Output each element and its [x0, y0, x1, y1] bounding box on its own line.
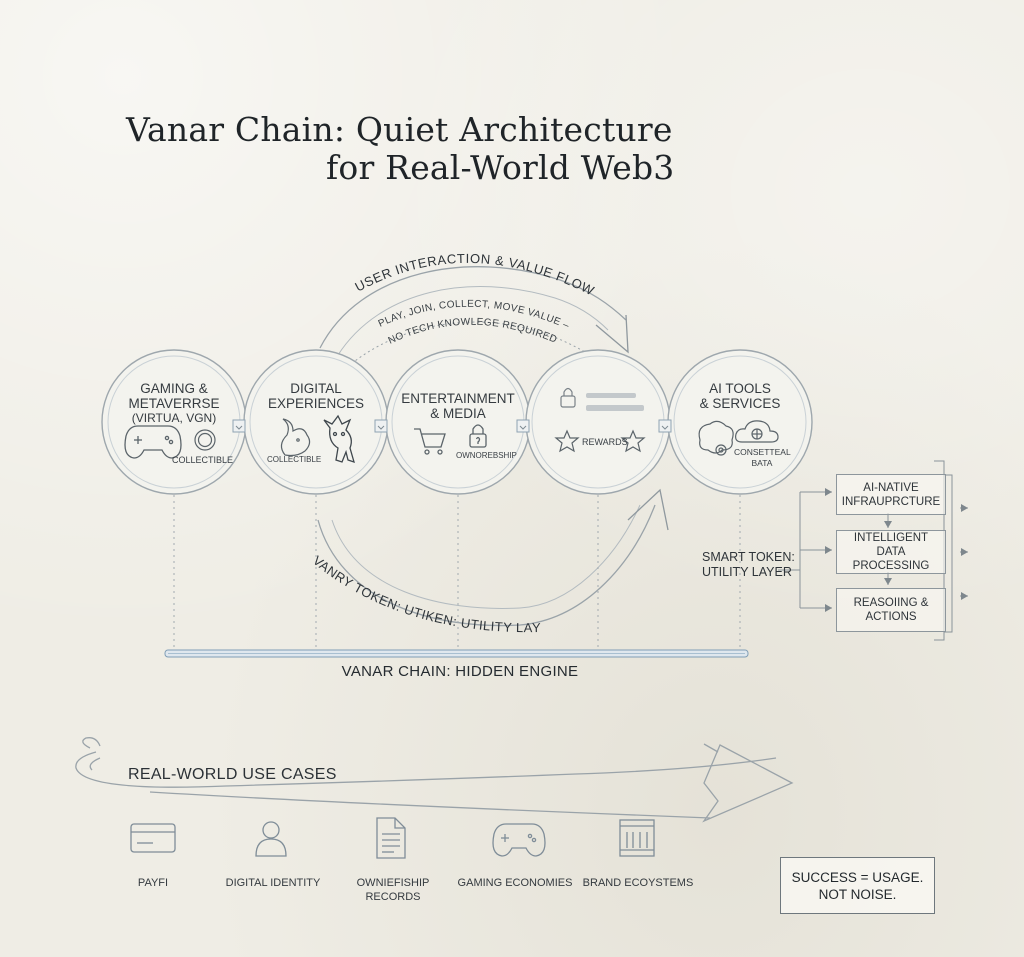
ai-stack-box-data-processing: INTELLIGENT DATA PROCESSING	[836, 530, 946, 574]
circle-digital-experiences	[243, 349, 389, 495]
use-case-payfi: PAYFI	[137, 877, 169, 889]
use-cases-heading: REAL-WORLD USE CASES	[128, 766, 337, 783]
circle-ai-caption-2: BATA	[751, 458, 773, 468]
lock-icon	[469, 424, 487, 448]
circle-digital-title-2: EXPERIENCES	[267, 396, 365, 411]
rabbit-collectible-icon	[280, 418, 311, 457]
flow-top-label: USER INTERACTION & VALUE FLOW	[352, 251, 597, 299]
building-icon	[619, 819, 655, 857]
flow-sub-label-2: NO TECH KNOWLEGE REQUIRED	[387, 317, 559, 347]
circle-entertainment	[385, 349, 531, 495]
circle-rewards-caption: REWARDS	[582, 437, 628, 447]
gamepad-usecase-icon	[492, 823, 546, 857]
smart-token-label-1: SMART TOKEN:	[702, 550, 795, 564]
circle-entertainment-caption: OWNOREBSHIP	[456, 451, 517, 460]
circle-entertainment-title: ENTERTAINMENT & MEDIA	[398, 391, 518, 421]
page-title-line2: for Real-World Web3	[326, 148, 675, 187]
ai-box-3-line2: ACTIONS	[865, 611, 917, 623]
circle-gaming-subtitle: (VIRTUA, VGN)	[131, 411, 217, 425]
ai-stack-box-reasoning: REASOIING & ACTIONS	[836, 588, 946, 632]
smart-token-label: SMART TOKEN: UTILITY LAYER	[702, 550, 795, 580]
circle-digital-title-1: DIGITAL	[290, 381, 342, 396]
circle-ai-title-1: AI TOOLS	[709, 381, 771, 396]
page-title-line1: Vanar Chain: Quiet Architecture	[126, 110, 673, 149]
ai-cloud-icon	[735, 420, 779, 443]
smart-token-label-2: UTILITY LAYER	[702, 565, 792, 579]
circle-gaming-title: GAMING & METAVERRSE (VIRTUA, VGN)	[110, 381, 238, 426]
circle-rewards	[525, 349, 671, 495]
star-icon-right	[620, 429, 646, 453]
circle-gaming-title-2: METAVERRSE	[128, 396, 220, 411]
use-case-brand-ecosystems: BRAND ECOYSTEMS	[582, 877, 694, 889]
circle-gaming-caption: COLLECTIBLE	[172, 455, 234, 465]
shopping-cart-icon	[414, 428, 446, 455]
use-case-ownership-records: OWNIEFISHIP RECORDS	[346, 876, 440, 904]
use-case-gaming-economies: GAMING ECONOMIES	[457, 877, 573, 889]
engine-connectors	[173, 495, 741, 650]
circle-ai-caption-1: CONSETTEAL	[734, 447, 791, 457]
circle-ai-caption: CONSETTEAL BATA	[734, 447, 791, 469]
rewards-lock-icon	[560, 387, 576, 408]
gamepad-icon	[124, 425, 182, 459]
circle-ai-title: AI TOOLS & SERVICES	[680, 381, 800, 411]
circle-digital-caption: COLLECTIBLE	[267, 455, 322, 464]
engine-label: VANAR CHAIN: HIDDEN ENGINE	[341, 663, 579, 680]
ai-box-2-line1: INTELLIGENT	[853, 532, 929, 544]
circle-connectors	[232, 419, 672, 433]
use-case-ownership-line2: RECORDS	[365, 891, 421, 903]
ai-box-3-line1: REASOIING &	[853, 597, 929, 609]
circle-digital-title: DIGITAL EXPERIENCES	[256, 381, 376, 411]
circle-entertainment-title-2: & MEDIA	[430, 406, 486, 421]
document-icon	[376, 817, 406, 859]
ai-box-1-line1: AI-NATIVE	[863, 481, 919, 494]
monster-character-icon	[323, 414, 355, 464]
star-icon-left	[554, 429, 580, 453]
success-callout: SUCCESS = USAGE. NOT NOISE.	[780, 857, 935, 914]
ai-box-1-line2: INFRAUPRCTURE	[841, 495, 941, 508]
circle-gaming-title-1: GAMING &	[140, 381, 208, 396]
success-line2: NOT NOISE.	[818, 886, 897, 902]
value-flow-arc-bottom	[317, 488, 669, 627]
hidden-engine-bar	[164, 649, 749, 658]
person-icon	[255, 821, 287, 857]
circle-ai-tools	[667, 349, 813, 495]
value-flow-arc-top	[319, 266, 629, 371]
collectible-coin-icon	[194, 429, 216, 451]
rewards-faded-badge	[586, 393, 644, 411]
card-icon	[130, 823, 176, 853]
circle-entertainment-title-1: ENTERTAINMENT	[401, 391, 515, 406]
success-line1: SUCCESS = USAGE.	[791, 869, 924, 885]
use-case-ownership-line1: OWNIEFISHIP	[356, 877, 430, 889]
ai-brain-gear-icon	[698, 420, 734, 456]
ai-box-2-line2: DATA PROCESSING	[852, 546, 930, 572]
use-cases-arrow	[75, 737, 794, 823]
circle-ai-title-2: & SERVICES	[699, 396, 781, 411]
use-case-digital-identity: DIGITAL IDENTITY	[225, 877, 321, 889]
